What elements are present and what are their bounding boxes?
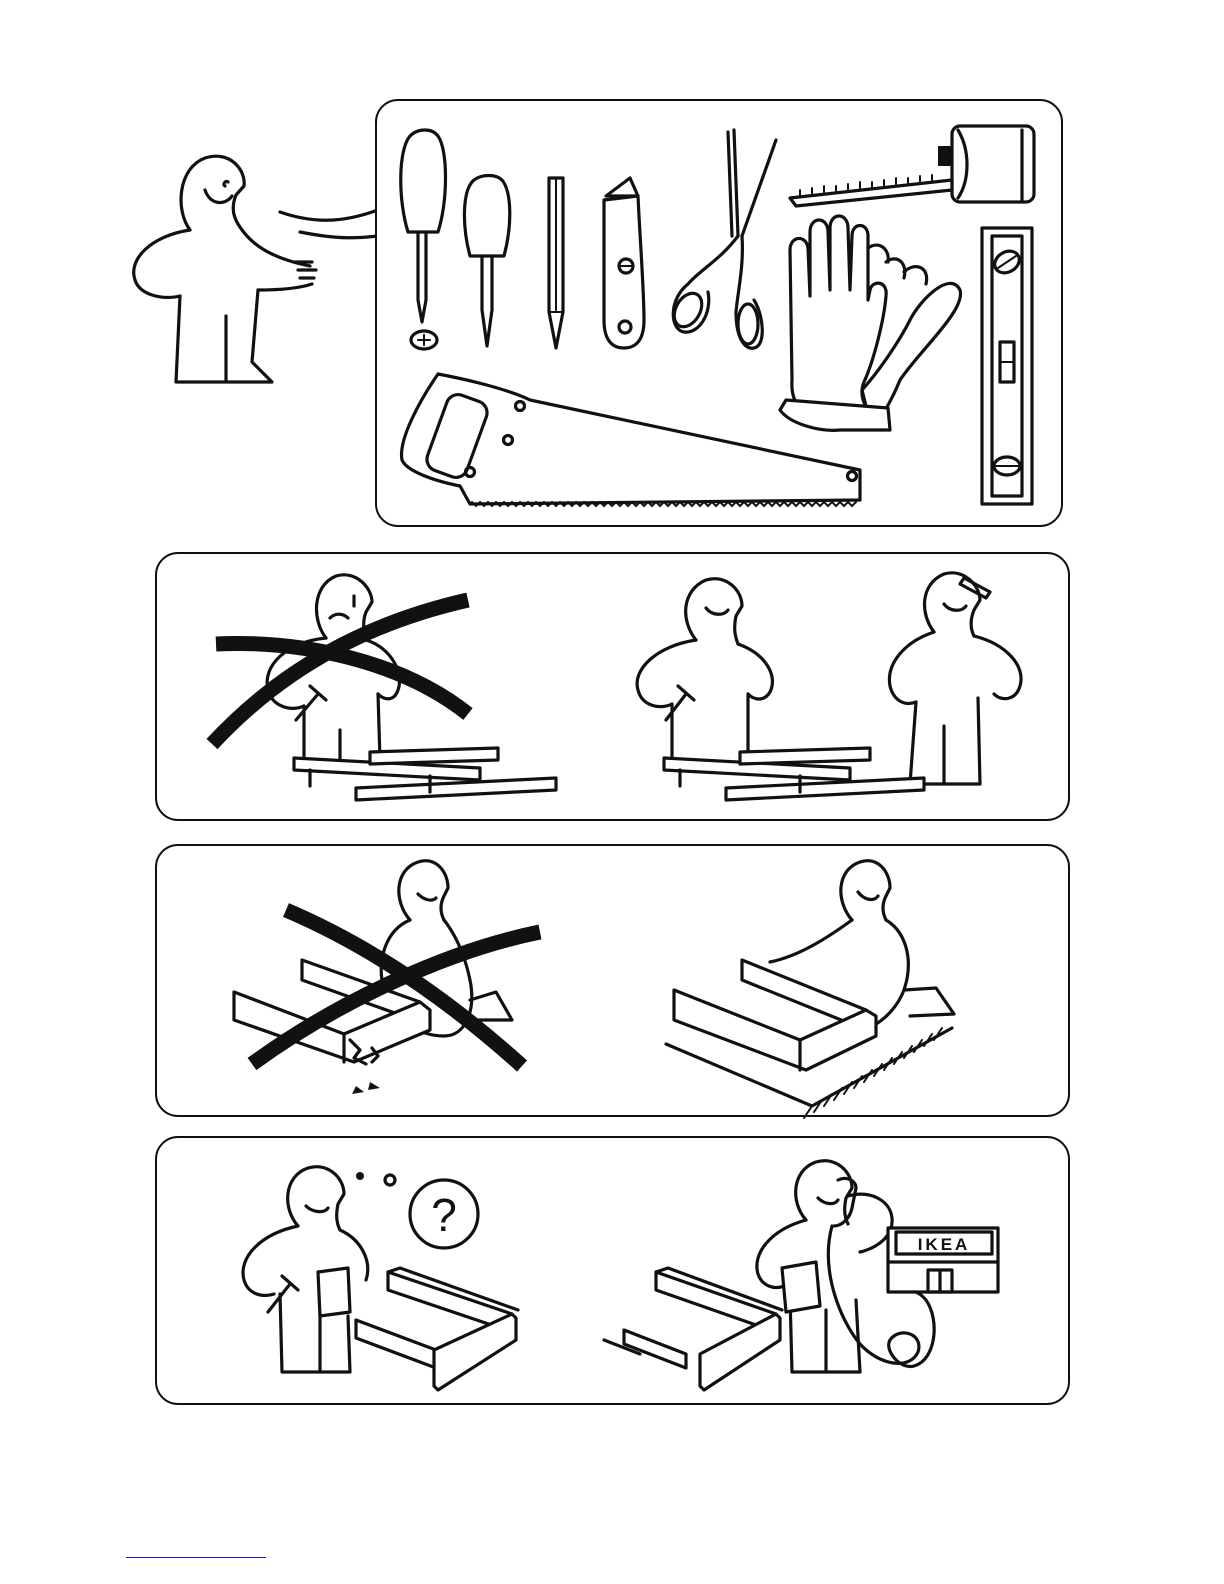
question-mark: ?	[431, 1189, 457, 1241]
panel-helper	[156, 553, 1069, 820]
ikea-store-sign: IKEA	[918, 1235, 971, 1254]
pencil-icon	[549, 178, 563, 348]
footer-link-underline	[126, 1557, 266, 1558]
utility-knife-icon	[604, 178, 644, 348]
ikea-store-icon: IKEA	[888, 1228, 998, 1292]
spirit-level-icon	[982, 228, 1032, 504]
panel-surface	[156, 845, 1069, 1116]
intro-person-figure	[134, 156, 378, 382]
